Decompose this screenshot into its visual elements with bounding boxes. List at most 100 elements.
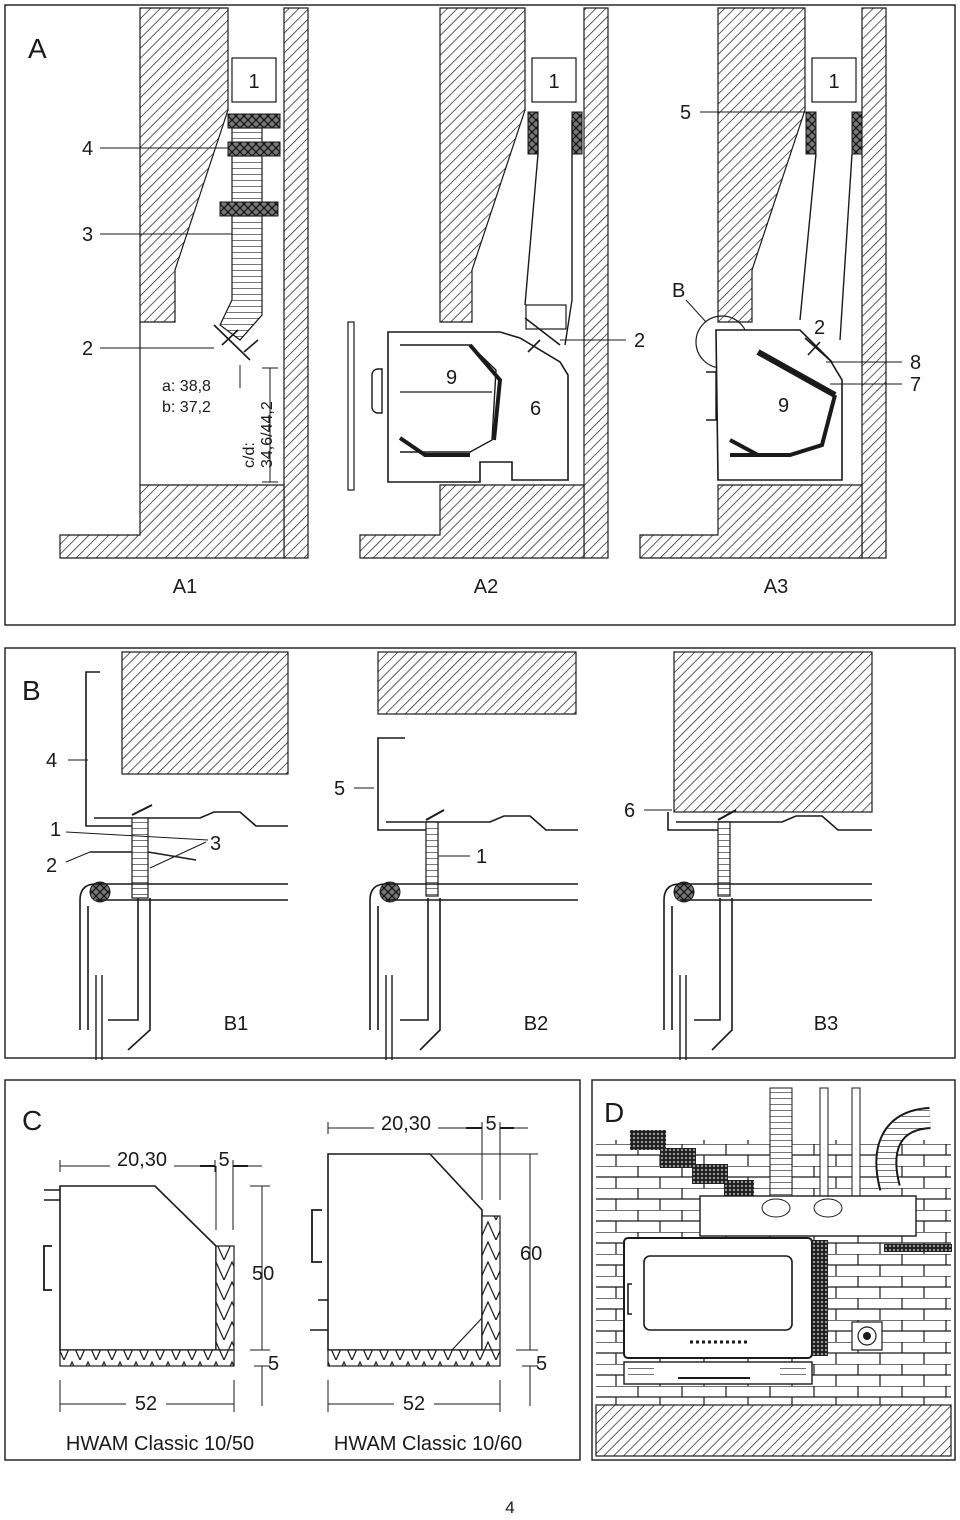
stove-10-50-base-dim: 5 [268,1353,279,1375]
b2-label-1: 1 [476,846,487,868]
figure-b3: 6 B3 [624,651,873,1060]
subfigure-b1-caption: B1 [224,1013,248,1035]
a3-cover-box [811,57,857,103]
a2-door-panel [347,321,355,491]
subfigure-b2-caption: B2 [524,1013,548,1035]
stove-10-50-height-dim: 50 [252,1263,274,1285]
stove-10-60-caption: HWAM Classic 10/60 [334,1433,522,1455]
stove-10-50-outline [59,1185,217,1351]
stove-10-60-top-dim: 20,30 [381,1113,431,1135]
stove-10-60: 20,30 5 60 5 52 HWAM Classic 10/60 [310,1112,547,1455]
a2-floor [359,484,585,559]
a2-chimney-wall-right [583,7,609,559]
subfigure-a1-caption: A1 [173,576,197,598]
panel-b: B 4 1 2 3 B1 [4,647,956,1060]
a2-label-6: 6 [530,398,541,420]
a1-label-4: 4 [82,138,93,160]
stove-10-60-gap-dim: 5 [485,1113,496,1135]
a1-label-1: 1 [248,71,259,93]
stove-10-50-gap-dim: 5 [218,1149,229,1171]
stove-10-60-outline [327,1153,483,1351]
stove-10-50-insulation [215,1245,235,1351]
a1-seal-band-1 [227,113,281,129]
a3-label-5: 5 [680,102,691,124]
panel-c-frame [4,1079,581,1461]
a3-stove-body [715,329,843,481]
figure-a3: 1 5 B 2 8 7 9 A3 [639,7,921,598]
a1-cover-box [231,57,277,103]
panel-d-letter: D [604,1097,624,1128]
stove-10-50: 20,30 5 50 5 52 HWAM Classic 10/50 [43,1149,279,1455]
a2-stove-body [387,331,569,483]
figure-a2: 1 2 9 6 A2 [347,7,645,598]
d-hearth-shelf [699,1195,917,1237]
a2-cover-box [531,57,577,103]
stove-10-50-base [59,1349,235,1367]
a2-label-9: 9 [446,367,457,389]
a1-dim-cd-value: 34,6/44,2 [259,401,276,468]
stove-10-60-base-dim: 5 [536,1353,547,1375]
a1-chimney-wall-right [283,7,309,559]
a1-seal-band-3 [219,201,279,217]
d-floor [595,1404,952,1457]
a1-dim-a: a: 38,8 [162,378,211,395]
figure-b1: 4 1 2 3 B1 [46,651,289,1060]
a1-dim-cd-label: c/d: [241,442,258,468]
panel-b-letter: B [22,675,41,706]
stove-10-60-width-dim: 52 [403,1393,425,1415]
a1-label-3: 3 [82,224,93,246]
stove-10-50-top-dim: 20,30 [117,1149,167,1171]
a1-seal-band-2 [227,141,281,157]
b1-label-1: 1 [50,819,61,841]
b3-liner [717,821,731,897]
a1-label-2: 2 [82,338,93,360]
a1-chimney-wall-left [139,7,229,323]
subfigure-a2-caption: A2 [474,576,498,598]
stove-10-50-caption: HWAM Classic 10/50 [66,1433,254,1455]
panel-a-frame [4,4,956,626]
d-stepped-chimney-blocks [630,1130,754,1198]
a3-label-8: 8 [910,352,921,374]
subfigure-a3-caption: A3 [764,576,788,598]
d-stove-window [643,1255,793,1331]
page-number: 4 [505,1498,514,1517]
a2-label-2: 2 [634,330,645,352]
figure-b2: 5 1 B2 [334,651,578,1060]
a3-floor [639,484,863,559]
b3-label-6: 6 [624,800,635,822]
a3-label-1: 1 [828,71,839,93]
subfigure-b3-caption: B3 [814,1013,838,1035]
b2-label-5: 5 [334,778,345,800]
a3-label-7: 7 [910,374,921,396]
panel-c: C 20,30 5 50 5 52 HWAM Classic 10/50 [4,1079,581,1461]
b1-label-4: 4 [46,750,57,772]
b1-label-2: 2 [46,855,57,877]
a2-chimney-wall-left [439,7,526,323]
a3-label-b: B [672,280,685,302]
a1-floor [59,484,285,559]
d-stove-base [623,1361,813,1385]
a3-chimney-wall-right [861,7,887,559]
stove-10-60-base [327,1349,501,1367]
b1-wall-block [121,651,289,775]
a3-label-2: 2 [814,317,825,339]
panel-a: A 1 4 3 2 a: 38,8 b: 37,2 c/ [4,4,956,626]
a3-chimney-wall-left [717,7,806,323]
b1-label-3: 3 [210,833,221,855]
stove-10-50-width-dim: 52 [135,1393,157,1415]
panel-b-frame [4,647,956,1059]
d-flue-pipe [769,1087,793,1199]
stove-10-60-height-dim: 60 [520,1243,542,1265]
b2-liner [425,821,439,897]
a1-connector [213,324,259,361]
a1-dim-b: b: 37,2 [162,399,211,416]
panel-d-frame [591,1079,956,1461]
a2-label-1: 1 [548,71,559,93]
panel-c-letter: C [22,1105,42,1136]
stove-10-60-insulation [481,1215,501,1351]
d-flex-duct [877,1109,931,1191]
panel-d: D [591,1079,956,1461]
b2-wall-block [377,651,577,715]
panel-a-letter: A [28,33,47,64]
